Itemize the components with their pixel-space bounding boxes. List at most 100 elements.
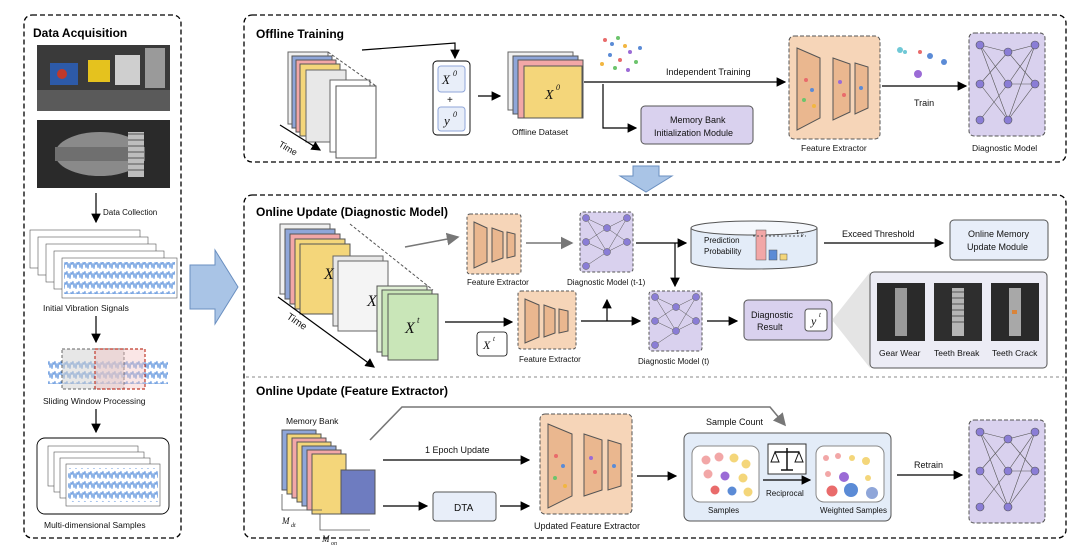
- dataset-x: X: [544, 88, 554, 103]
- sample-count-label: Sample Count: [706, 417, 764, 427]
- tau-sub: p: [800, 233, 804, 238]
- xt-box-sup: t: [493, 335, 496, 343]
- stack-x2: X: [366, 293, 378, 310]
- membank-to-sample-count: [369, 406, 787, 441]
- omu-line1: Online Memory: [968, 229, 1030, 239]
- mon-bracket: [319, 514, 370, 531]
- online-time-arrow: [277, 296, 375, 368]
- acquisition-title: Data Acquisition: [33, 26, 127, 40]
- y0-cell: [437, 106, 466, 132]
- mdt-bracket: [281, 494, 322, 511]
- diagnostic-model-now[interactable]: [648, 290, 703, 352]
- yhat-symbol: y: [810, 314, 817, 328]
- dataset-sup: 0: [556, 83, 560, 92]
- offline-dm-network: [975, 40, 1040, 125]
- dta-label: DTA: [454, 503, 474, 514]
- xt-box-symbol: X: [482, 338, 491, 352]
- x0-symbol: X: [441, 72, 451, 87]
- offline-title: Offline Training: [256, 27, 344, 41]
- dm-now-network: [651, 293, 700, 349]
- omu-line2: Update Module: [967, 242, 1028, 252]
- top-fe-label: Feature Extractor: [467, 278, 529, 287]
- dm-prev-label: Diagnostic Model (t-1): [567, 278, 646, 287]
- tau-symbol: τ: [796, 227, 800, 236]
- stack-x1: X: [323, 266, 335, 283]
- to-top-fe-arrow: [404, 232, 460, 248]
- sliding-window: [48, 348, 168, 390]
- epoch-update-label: 1 Epoch Update: [425, 445, 490, 455]
- bottom-fe-layers: [524, 298, 569, 344]
- pred-prob-line1: Prediction: [704, 236, 740, 245]
- mon-sub: on: [331, 541, 337, 547]
- yhat-sup: t: [819, 311, 822, 319]
- updated-fe-label: Updated Feature Extractor: [534, 521, 640, 531]
- data-collection-label: Data Collection: [103, 208, 157, 217]
- top-fe-layers: [473, 221, 516, 269]
- independent-training-label: Independent Training: [666, 67, 751, 77]
- retrained-dm-network: [975, 427, 1040, 512]
- tsne-cloud: [600, 36, 642, 72]
- test-rig-photo: [37, 45, 170, 111]
- offline-dataset-cube: [507, 51, 584, 119]
- vibration-signals-stack: [29, 229, 178, 299]
- offline-fe-layers: [796, 47, 869, 131]
- dm-now-label: Diagnostic Model (t): [638, 357, 709, 366]
- yhat-badge: [804, 308, 828, 332]
- membank-init-line1: Memory Bank: [670, 115, 726, 125]
- x0-cell: [437, 65, 466, 93]
- xt-cube-sup: t: [417, 315, 420, 325]
- y0-sup: 0: [453, 110, 457, 119]
- offline-dm-label: Diagnostic Model: [972, 143, 1037, 153]
- prediction-probability[interactable]: [690, 220, 818, 270]
- mdt-sub: dt: [291, 523, 296, 529]
- big-flow-arrow: [189, 248, 239, 326]
- online-update-panel: [243, 194, 1067, 539]
- offline-panel: [243, 14, 1067, 163]
- diag-result-line1: Diagnostic: [751, 310, 794, 320]
- samples-label: Samples: [708, 506, 739, 515]
- teeth-crack-photo: [991, 283, 1039, 341]
- samples-dots: [701, 452, 753, 497]
- gear-photo: [37, 120, 170, 188]
- updated-fe-layers: [547, 423, 622, 509]
- reciprocal-label: Reciprocal: [766, 489, 804, 498]
- teeth-break-photo: [934, 283, 982, 341]
- dm-prev-network: [582, 214, 631, 270]
- mon-symbol: M: [321, 534, 330, 544]
- online-fe-title: Online Update (Feature Extractor): [256, 384, 448, 398]
- retrain-label: Retrain: [914, 460, 943, 470]
- online-memory-update-module[interactable]: [949, 219, 1049, 261]
- online-time-stack: [279, 223, 439, 361]
- down-flow-arrow: [618, 165, 674, 193]
- teeth-crack-label: Teeth Crack: [992, 348, 1038, 358]
- arrow-to-membank: [602, 84, 638, 133]
- memory-bank-label: Memory Bank: [286, 416, 339, 426]
- online-time-label: Time: [284, 311, 309, 333]
- gear-wear-label: Gear Wear: [879, 348, 921, 358]
- diagnostic-model-prev[interactable]: [579, 211, 634, 273]
- bottom-fe-label: Feature Extractor: [519, 355, 581, 364]
- offline-time-label: Time: [277, 139, 299, 157]
- online-diag-title: Online Update (Diagnostic Model): [256, 205, 448, 219]
- membank-init-line2: Initialization Module: [654, 128, 733, 138]
- xt-input-box[interactable]: [476, 331, 508, 357]
- result-callout-cone: [832, 272, 870, 368]
- dta-module[interactable]: [432, 491, 497, 522]
- memory-bank-init-module[interactable]: [640, 105, 754, 145]
- teeth-break-label: Teeth Break: [934, 348, 980, 358]
- exceed-threshold-label: Exceed Threshold: [842, 229, 914, 239]
- diag-result-line2: Result: [757, 322, 783, 332]
- memory-bank-stack: [281, 429, 376, 515]
- cluster-plot: [891, 42, 951, 82]
- y0-symbol: y: [442, 113, 450, 128]
- weighted-dots: [823, 453, 878, 499]
- multi-samples-stack: [47, 445, 161, 507]
- mdt-symbol: M: [281, 516, 290, 526]
- xt-cube-symbol: X: [404, 320, 416, 337]
- plus-sign: +: [447, 95, 453, 106]
- sliding-label: Sliding Window Processing: [43, 396, 146, 406]
- initial-signals-label: Initial Vibration Signals: [43, 303, 129, 313]
- offline-top-arrow: [361, 42, 460, 60]
- pred-prob-line2: Probability: [704, 247, 741, 256]
